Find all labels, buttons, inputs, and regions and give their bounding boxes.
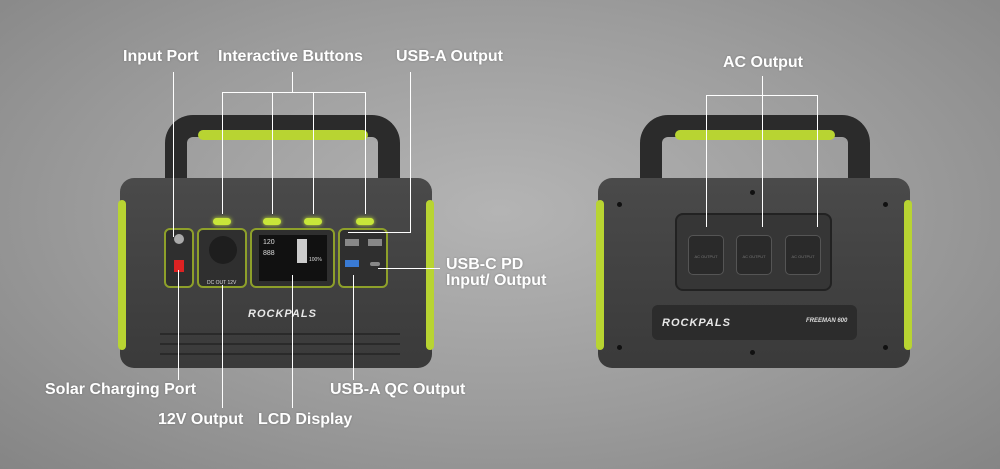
button-1[interactable]	[213, 218, 231, 225]
right-handle-grip	[675, 130, 835, 140]
label-lcd-display: LCD Display	[258, 411, 353, 428]
vent	[160, 353, 400, 355]
ac-outlet-3[interactable]: AC OUTPUT	[785, 235, 821, 275]
label-usb-c-pd-2: Input/ Output	[446, 272, 547, 289]
vent	[160, 333, 400, 335]
label-usb-c-pd: USB-C PD	[446, 256, 524, 273]
left-brand-logo: ROCKPALS	[248, 308, 317, 320]
solar-port[interactable]	[174, 260, 184, 272]
right-side-bumper	[596, 200, 604, 350]
input-panel	[164, 228, 194, 288]
screw	[617, 345, 622, 350]
lcd-mid-value: 888	[263, 250, 275, 257]
model-name: FREEMAN 600	[806, 318, 848, 324]
button-3[interactable]	[304, 218, 322, 225]
vent	[160, 343, 400, 345]
battery-icon	[297, 239, 307, 263]
button-4[interactable]	[356, 218, 374, 225]
screw	[750, 190, 755, 195]
left-handle-grip	[198, 130, 368, 140]
label-usb-a-qc-output: USB-A QC Output	[330, 381, 466, 398]
label-12v-output: 12V Output	[158, 411, 244, 428]
dc-panel: DC OUT 12V	[197, 228, 247, 288]
lcd-top-value: 120	[263, 239, 275, 246]
input-port[interactable]	[174, 234, 184, 244]
left-side-bumper	[118, 200, 126, 350]
ac-outlet-2[interactable]: AC OUTPUT	[736, 235, 772, 275]
usb-c-port[interactable]	[370, 262, 380, 266]
usb-a-port-2[interactable]	[368, 239, 382, 246]
car-socket[interactable]	[209, 236, 237, 264]
lcd-percent: 100%	[309, 257, 322, 263]
usb-panel	[338, 228, 388, 288]
label-solar-charging-port: Solar Charging Port	[45, 381, 197, 398]
screw	[750, 350, 755, 355]
button-2[interactable]	[263, 218, 281, 225]
right-side-bumper-right	[904, 200, 912, 350]
label-input-port: Input Port	[123, 48, 199, 65]
usb-a-port-1[interactable]	[345, 239, 359, 246]
label-usb-a-output: USB-A Output	[396, 48, 503, 65]
nameplate	[652, 305, 857, 340]
screw	[883, 345, 888, 350]
left-side-bumper-right	[426, 200, 434, 350]
usb-a-qc-port[interactable]	[345, 260, 359, 267]
dc-out-label: DC OUT 12V	[207, 280, 237, 286]
ac-outlet-1[interactable]: AC OUTPUT	[688, 235, 724, 275]
screw	[617, 202, 622, 207]
right-brand-logo: ROCKPALS	[662, 317, 731, 329]
label-interactive-buttons: Interactive Buttons	[218, 48, 363, 65]
lcd-screen: 120 888 100%	[259, 235, 327, 281]
right-handle	[640, 115, 870, 185]
label-ac-output: AC Output	[723, 54, 803, 71]
screw	[883, 202, 888, 207]
